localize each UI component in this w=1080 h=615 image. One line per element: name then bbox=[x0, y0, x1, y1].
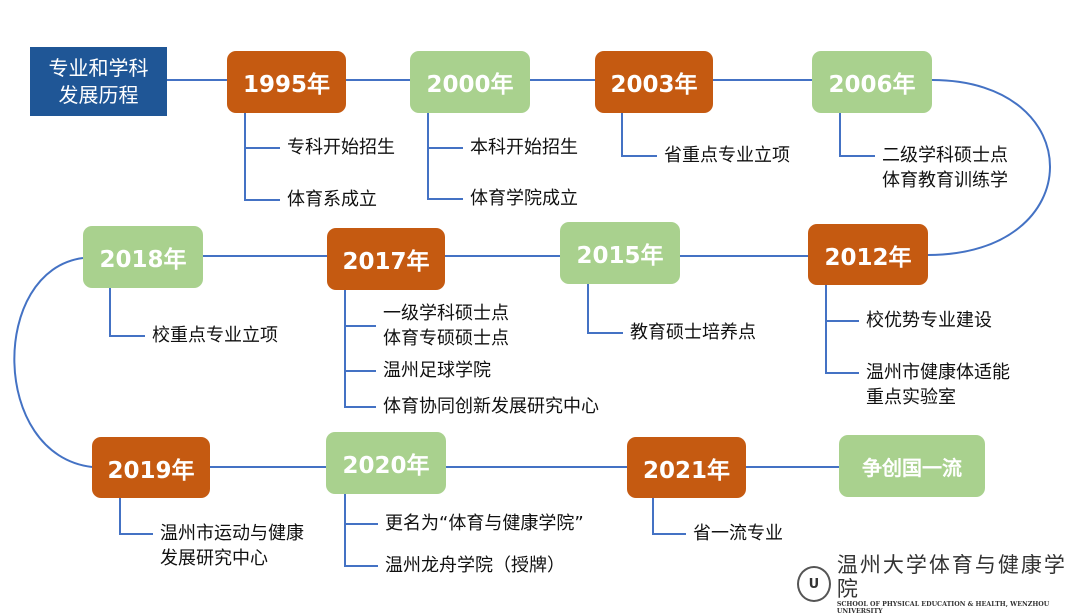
milestone-item: 温州足球学院 bbox=[383, 360, 491, 381]
node-2020: 2020年 bbox=[326, 432, 446, 494]
node-2000: 2000年 bbox=[410, 51, 530, 113]
milestone-item: 本科开始招生 bbox=[470, 137, 578, 158]
node-2017: 2017年 bbox=[327, 228, 445, 290]
node-2018: 2018年 bbox=[83, 226, 203, 288]
milestone-item: 校重点专业立项 bbox=[152, 325, 278, 346]
milestone-item: 更名为“体育与健康学院” bbox=[385, 513, 584, 534]
milestone-item: 体育系成立 bbox=[287, 189, 377, 210]
milestone-item: 体育学院成立 bbox=[470, 188, 578, 209]
node-2015: 2015年 bbox=[560, 222, 680, 284]
milestone-item: 一级学科硕士点 bbox=[383, 303, 509, 324]
milestone-item: 发展研究中心 bbox=[160, 548, 268, 569]
milestone-item: 二级学科硕士点 bbox=[882, 145, 1008, 166]
node-2021: 2021年 bbox=[627, 437, 746, 498]
school-seal-icon: U bbox=[797, 566, 831, 602]
node-2003: 2003年 bbox=[595, 51, 713, 113]
timeline-title: 专业和学科 发展历程 bbox=[30, 47, 167, 116]
logo-chinese-name: 温州大学体育与健康学院 bbox=[836, 553, 1067, 601]
title-line-1: 专业和学科 bbox=[48, 55, 149, 80]
milestone-item: 温州市健康体适能 bbox=[866, 362, 1010, 383]
milestone-item: 体育专硕硕士点 bbox=[383, 328, 509, 349]
title-line-2: 发展历程 bbox=[58, 82, 139, 107]
milestone-item: 温州市运动与健康 bbox=[160, 523, 304, 544]
milestone-item: 省重点专业立项 bbox=[664, 145, 790, 166]
milestone-item: 校优势专业建设 bbox=[866, 310, 992, 331]
milestone-item: 体育教育训练学 bbox=[882, 170, 1008, 191]
node-1995: 1995年 bbox=[227, 51, 346, 113]
node-2006: 2006年 bbox=[812, 51, 932, 113]
milestone-item: 温州龙舟学院（授牌） bbox=[385, 555, 565, 576]
logo-english-name: SCHOOL OF PHYSICAL EDUCATION & HEALTH, W… bbox=[836, 601, 1050, 615]
node-goal: 争创国一流 bbox=[839, 435, 985, 497]
milestone-item: 体育协同创新发展研究中心 bbox=[383, 396, 599, 417]
node-2019: 2019年 bbox=[92, 437, 210, 498]
school-logo: U 温州大学体育与健康学院 SCHOOL OF PHYSICAL EDUCATI… bbox=[797, 553, 1080, 615]
milestone-item: 教育硕士培养点 bbox=[630, 322, 756, 343]
milestone-item: 省一流专业 bbox=[693, 523, 783, 544]
node-2012: 2012年 bbox=[808, 224, 928, 285]
milestone-item: 专科开始招生 bbox=[287, 137, 395, 158]
milestone-item: 重点实验室 bbox=[866, 387, 956, 408]
